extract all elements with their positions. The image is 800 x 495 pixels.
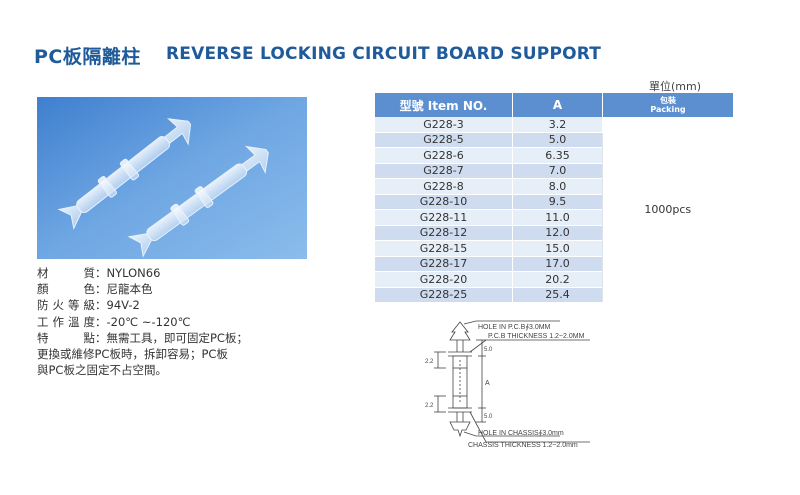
table-row: G228-11 11.0	[375, 209, 733, 226]
cell-item: G228-12	[375, 225, 513, 241]
spec-label: 防火等級	[37, 298, 95, 313]
cell-a: 17.0	[512, 256, 603, 272]
dim-bottom: 5.0	[484, 414, 493, 420]
cell-item: G228-5	[375, 132, 513, 148]
table-row: G228-15 15.0	[375, 240, 733, 257]
table-row: G228-12 12.0	[375, 225, 733, 241]
header-item-no: 型號 Item NO.	[375, 93, 513, 117]
table-row: G228-10 9.5	[375, 194, 733, 210]
table-row: G228-7 7.0	[375, 163, 733, 179]
cell-item: G228-6	[375, 147, 513, 164]
spec-temperature: 工作溫度：-20℃ ~-120℃	[37, 314, 191, 329]
dim-left-top: 2.2	[425, 359, 434, 365]
spec-label: 材質	[37, 266, 95, 280]
cell-item: G228-20	[375, 271, 513, 288]
spec-material: 材質：NYLON66	[37, 266, 161, 280]
spec-flame-rating: 防火等級：94V-2	[37, 298, 140, 313]
cell-item: G228-10	[375, 194, 513, 210]
table-row: G228-25 25.4	[375, 287, 733, 303]
cell-a: 8.0	[512, 178, 603, 195]
cell-item: G228-3	[375, 117, 513, 133]
spec-value: 無需工具，即可固定PC板；	[106, 330, 248, 345]
cell-item: G228-15	[375, 240, 513, 257]
cell-item: G228-25	[375, 287, 513, 303]
cell-a: 7.0	[512, 163, 603, 179]
parts-table: 型號 Item NO. A 包裝 Packing G228-3 3.2 1000…	[375, 93, 734, 303]
table-row: G228-17 17.0	[375, 256, 733, 272]
unit-label: 單位(mm)	[649, 80, 702, 93]
cell-item: G228-8	[375, 178, 513, 195]
cell-a: 6.35	[512, 147, 603, 164]
cell-packing: 1000pcs	[602, 117, 734, 303]
spec-value: -20℃ ~-120℃	[106, 314, 191, 329]
specification-list: 材質：NYLON66 顏色：尼龍本色 防火等級：94V-2 工作溫度：-20℃ …	[37, 265, 248, 378]
dim-top: 5.0	[484, 347, 493, 353]
cell-item: G228-17	[375, 256, 513, 272]
spec-label: 工作溫度	[37, 314, 95, 329]
spec-value: NYLON66	[106, 266, 161, 280]
cell-a: 12.0	[512, 225, 603, 241]
label-bottom-hole: HOLE IN CHASSIS∮3.0mm	[478, 429, 564, 437]
cell-a: 25.4	[512, 287, 603, 303]
header-packing-en: Packing	[650, 105, 686, 114]
spec-features-line-3: 與PC板之固定不占空間。	[37, 363, 167, 378]
cell-a: 11.0	[512, 209, 603, 226]
cell-item: G228-7	[375, 163, 513, 179]
spec-label: 顏色	[37, 282, 95, 297]
spec-label: 特點	[37, 330, 95, 345]
technical-drawing: HOLE IN P.C.B∮3.0MM P.C.B THICKNESS 1.2~…	[420, 318, 650, 450]
dim-left-bottom: 2.2	[425, 403, 434, 409]
spec-features: 特點：無需工具，即可固定PC板；	[37, 330, 248, 345]
spec-value: 尼龍本色	[106, 282, 153, 297]
table-row: G228-20 20.2	[375, 271, 733, 288]
page-title-chinese: PC板隔離柱	[34, 46, 141, 68]
cell-a: 5.0	[512, 132, 603, 148]
cell-a: 15.0	[512, 240, 603, 257]
technical-drawing-svg: HOLE IN P.C.B∮3.0MM P.C.B THICKNESS 1.2~…	[425, 320, 590, 449]
label-top-hole: HOLE IN P.C.B∮3.0MM	[478, 323, 551, 331]
label-top-thickness: P.C.B THICKNESS 1.2~2.0MM	[488, 333, 585, 340]
header-packing: 包裝 Packing	[602, 93, 733, 117]
header-packing-zh: 包裝	[660, 96, 676, 105]
table-header-row: 型號 Item NO. A 包裝 Packing	[375, 93, 733, 117]
spec-color: 顏色：尼龍本色	[37, 282, 153, 297]
spec-features-line-2: 更換或維修PC板時，拆卸容易；PC板	[37, 347, 228, 362]
top-arrow-head	[449, 321, 471, 341]
page-title-english: REVERSE LOCKING CIRCUIT BOARD SUPPORT	[166, 44, 602, 64]
cell-item: G228-11	[375, 209, 513, 226]
cell-a: 9.5	[512, 194, 603, 210]
label-bottom-thickness: CHASSIS THICKNESS 1.2~2.0mm	[468, 442, 578, 449]
cell-a: 20.2	[512, 271, 603, 288]
table-row: G228-6 6.35	[375, 147, 733, 164]
table-row: G228-3 3.2 1000pcs	[375, 117, 734, 303]
header-dimension-a: A	[512, 93, 603, 117]
product-photo	[37, 97, 307, 259]
table-row: G228-8 8.0	[375, 178, 733, 195]
bottom-arrow-head	[449, 421, 471, 438]
cell-a: 3.2	[512, 117, 603, 133]
spec-value: 94V-2	[106, 298, 140, 313]
table-row: G228-5 5.0	[375, 132, 733, 148]
dim-a: A	[485, 380, 490, 387]
